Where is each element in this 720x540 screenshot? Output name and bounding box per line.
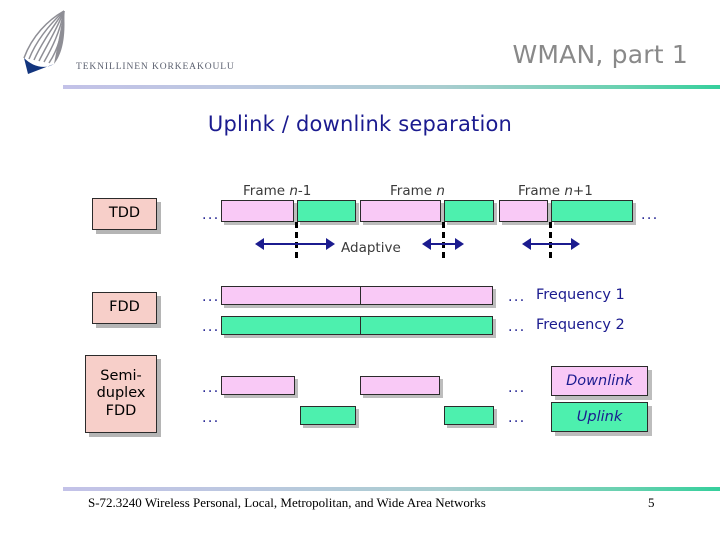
- frame-caption-n: Frame n: [390, 183, 445, 199]
- fdd-block-uplink-1: [221, 316, 361, 335]
- legend-downlink: Downlink: [551, 366, 648, 396]
- row-label-semi-line-1: Semi-: [100, 368, 142, 385]
- semi-ellipsis-uplink-left: ...: [202, 410, 220, 426]
- row-label-semi-line-3: FDD: [105, 402, 137, 419]
- fdd-frequency-2-label: Frequency 2: [536, 317, 625, 333]
- footer-course-text: S-72.3240 Wireless Personal, Local, Metr…: [88, 495, 486, 510]
- tdd-boundary-dash-1: [295, 222, 298, 258]
- arrow-head-left-icon: [422, 238, 431, 250]
- arrow-head-left-icon: [255, 238, 264, 250]
- semi-block-uplink-1: [300, 406, 356, 425]
- arrow-head-right-icon: [326, 238, 335, 250]
- tdd-block-downlink-3: [499, 200, 548, 222]
- row-label-fdd: FDD: [92, 292, 157, 324]
- tdd-ellipsis-right: ...: [641, 207, 659, 223]
- tdd-adaptive-arrow-3: [522, 238, 580, 250]
- row-label-tdd-text: TDD: [108, 205, 141, 222]
- logo-wordmark: TEKNILLINEN KORKEAKOULU: [76, 62, 235, 72]
- tdd-ellipsis-left: ...: [202, 207, 220, 223]
- tdd-adaptive-arrow-2: [422, 238, 464, 250]
- fdd-block-downlink-1: [221, 286, 361, 305]
- arrow-head-right-icon: [571, 238, 580, 250]
- slide-subtitle: Uplink / downlink separation: [207, 112, 513, 136]
- semi-block-downlink-1: [221, 376, 295, 395]
- tdd-block-uplink-1: [297, 200, 356, 222]
- tdd-block-downlink-2: [360, 200, 441, 222]
- row-label-semi-line-2: duplex: [96, 385, 146, 402]
- page-number: 5: [648, 495, 655, 510]
- arrow-head-right-icon: [455, 238, 464, 250]
- legend-uplink-text: Uplink: [576, 409, 623, 425]
- fdd-block-downlink-2: [360, 286, 493, 305]
- tdd-block-uplink-2: [444, 200, 494, 222]
- page-title: WMAN, part 1: [512, 40, 688, 69]
- fdd-ellipsis-uplink-left: ...: [202, 319, 220, 335]
- tkk-wing-logo-icon: [23, 10, 65, 74]
- fdd-frequency-1-label: Frequency 1: [536, 287, 625, 303]
- tdd-adaptive-arrow-1: [255, 238, 335, 250]
- slide-header: TEKNILLINEN KORKEAKOULU WMAN, part 1: [0, 0, 720, 95]
- tdd-block-downlink-1: [221, 200, 294, 222]
- arrow-head-left-icon: [522, 238, 531, 250]
- row-label-semi-duplex-fdd: Semi- duplex FDD: [85, 355, 157, 433]
- legend-uplink: Uplink: [551, 402, 648, 432]
- fdd-ellipsis-uplink-right: ...: [508, 319, 526, 335]
- semi-ellipsis-downlink-left: ...: [202, 380, 220, 396]
- arrow-shaft: [529, 243, 573, 245]
- tdd-block-uplink-3: [551, 200, 633, 222]
- semi-block-downlink-2: [360, 376, 440, 395]
- fdd-block-uplink-2: [360, 316, 493, 335]
- frame-caption-n-plus-1: Frame n+1: [518, 183, 593, 199]
- semi-block-uplink-2: [444, 406, 494, 425]
- fdd-ellipsis-downlink-right: ...: [508, 289, 526, 305]
- arrow-shaft: [262, 243, 328, 245]
- tdd-boundary-dash-3: [549, 222, 552, 258]
- legend-downlink-text: Downlink: [566, 373, 633, 389]
- semi-ellipsis-uplink-right: ...: [508, 410, 526, 426]
- row-label-tdd: TDD: [92, 198, 157, 230]
- frame-caption-n-minus-1: Frame n-1: [243, 183, 312, 199]
- footer-divider: [63, 487, 720, 491]
- fdd-ellipsis-downlink-left: ...: [202, 289, 220, 305]
- row-label-fdd-text: FDD: [109, 299, 140, 316]
- tdd-boundary-dash-2: [442, 222, 445, 258]
- tdd-adaptive-label: Adaptive: [341, 240, 401, 256]
- header-divider: [63, 85, 720, 89]
- semi-ellipsis-downlink-right: ...: [508, 380, 526, 396]
- arrow-shaft: [429, 243, 457, 245]
